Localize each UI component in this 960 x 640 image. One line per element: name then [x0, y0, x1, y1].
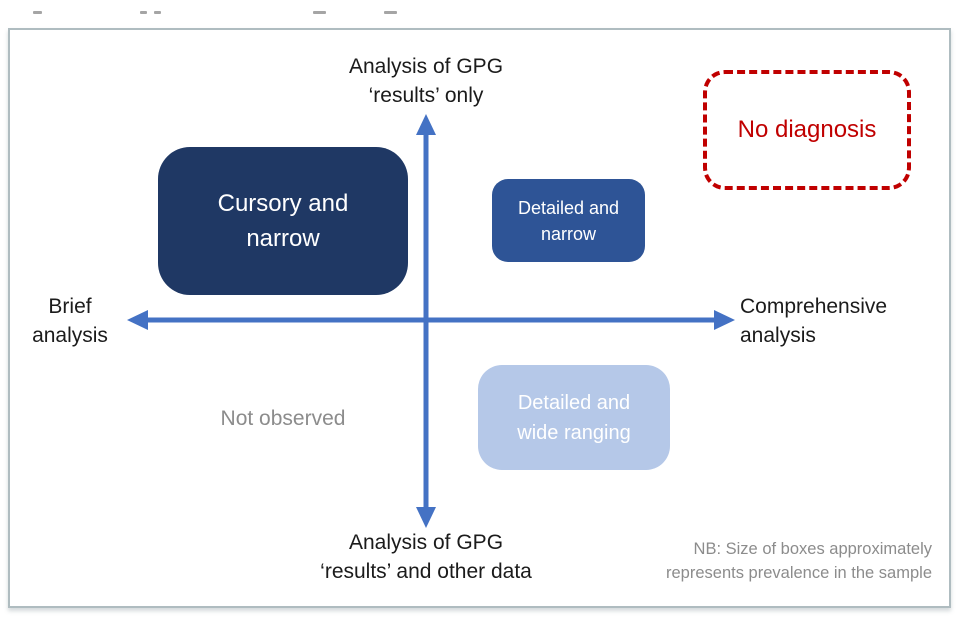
axis-label-bottom-line1: Analysis of GPG	[348, 531, 504, 554]
cropped-text-fragment	[33, 11, 42, 14]
box-no-diagnosis: No diagnosis	[703, 70, 911, 190]
box-detailed-and-narrow: Detailed and narrow	[492, 179, 645, 262]
box-cursory-and-narrow: Cursory and narrow	[158, 147, 408, 295]
axis-label-left: Brief analysis	[14, 292, 126, 350]
axis-label-bottom-line2: ‘results’ and other data	[320, 560, 532, 583]
box-cursory-line1: Cursory and	[217, 190, 349, 217]
axis-label-right: Comprehensive analysis	[740, 292, 950, 350]
axis-label-top: Analysis of GPG ‘results’ only	[286, 52, 566, 110]
footnote-line2: represents prevalence in the sample	[666, 564, 932, 582]
box-detailed-wide-line2: wide ranging	[517, 421, 631, 444]
axis-label-top-line2: ‘results’ only	[368, 84, 484, 107]
axis-label-right-line2: analysis	[740, 324, 816, 347]
not-observed-note: Not observed	[220, 407, 346, 430]
cropped-text-fragment	[140, 11, 147, 14]
axis-label-right-line1: Comprehensive	[740, 295, 888, 318]
footnote-line1: NB: Size of boxes approximately	[693, 540, 932, 558]
axis-label-left-line2: analysis	[32, 324, 108, 347]
cropped-text-fragment	[384, 11, 397, 14]
box-detailed-narrow-line1: Detailed and	[517, 197, 620, 218]
axis-label-top-line1: Analysis of GPG	[348, 55, 504, 78]
box-detailed-narrow-line2: narrow	[540, 223, 597, 244]
footnote: NB: Size of boxes approximately represen…	[602, 537, 932, 585]
box-detailed-wide-line1: Detailed and	[517, 391, 631, 414]
cropped-text-fragment	[313, 11, 326, 14]
box-detailed-and-wide-ranging: Detailed and wide ranging	[478, 365, 670, 470]
box-cursory-line2: narrow	[246, 225, 320, 252]
axis-label-bottom: Analysis of GPG ‘results’ and other data	[266, 528, 586, 586]
box-no-diagnosis-label: No diagnosis	[737, 116, 877, 143]
cropped-text-fragment	[154, 11, 161, 14]
axis-label-left-line1: Brief	[48, 295, 92, 318]
